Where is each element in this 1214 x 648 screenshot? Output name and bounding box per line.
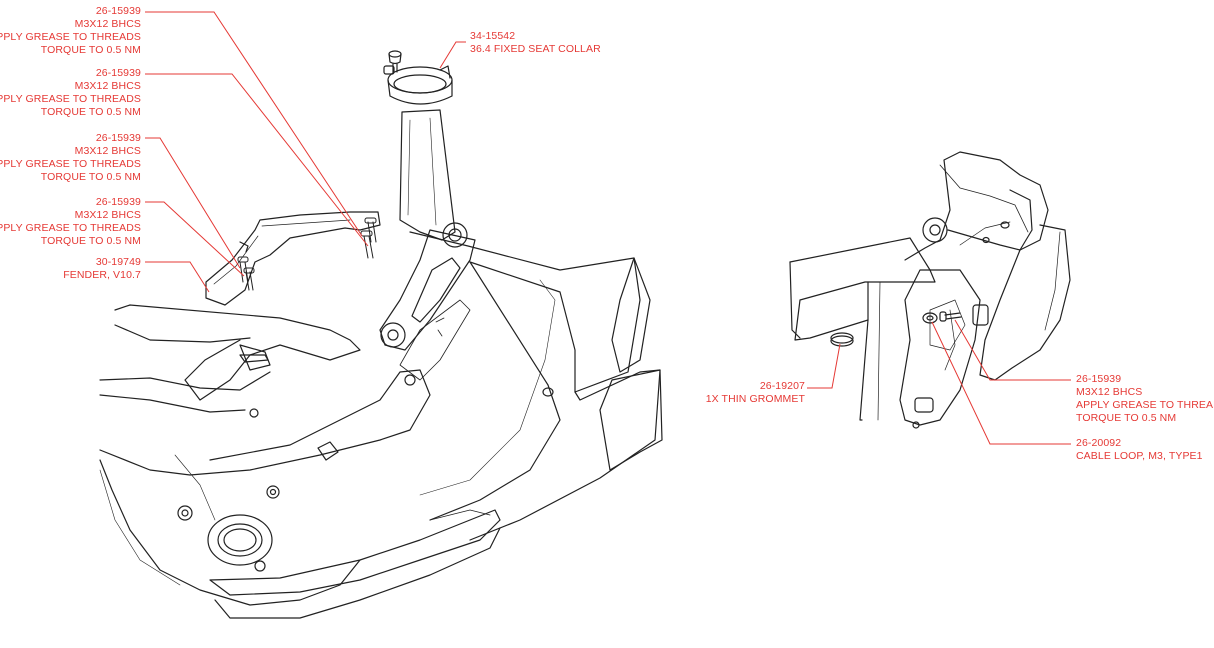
seat-tube — [399, 109, 456, 241]
callout-note: APPLY GREASE TO THREADS — [0, 31, 141, 43]
main-frame-drawing — [99, 50, 663, 619]
leader-screw-4 — [145, 201, 245, 277]
callout-screw-5: 26-15939 M3X12 BHCS APPLY GREASE TO THRE… — [1076, 373, 1214, 425]
rocker-link-drawing — [379, 222, 476, 351]
leader-cable-loop — [931, 321, 1071, 445]
callout-note: TORQUE TO 0.5 NM — [40, 235, 141, 247]
callout-part-number: 26-19207 — [759, 380, 805, 392]
callout-description: FENDER, V10.7 — [63, 269, 141, 281]
callout-screw-3: 26-15939 M3X12 BHCS APPLY GREASE TO THRE… — [0, 132, 141, 184]
leader-lines — [145, 11, 1071, 445]
seat-stay — [114, 304, 361, 401]
leader-screw-2 — [145, 73, 369, 247]
callout-note: TORQUE TO 0.5 NM — [40, 106, 141, 118]
callout-description: M3X12 BHCS — [74, 80, 141, 92]
leader-seat-collar — [439, 41, 466, 69]
detail-screw-drawing — [939, 311, 962, 322]
callout-description: M3X12 BHCS — [74, 145, 141, 157]
callout-screw-1: 26-15939 M3X12 BHCS APPLY GREASE TO THRE… — [0, 5, 141, 57]
grommet-drawing — [830, 332, 854, 347]
callout-part-number: 26-15939 — [1076, 373, 1122, 385]
callout-description: 36.4 FIXED SEAT COLLAR — [470, 43, 601, 55]
callout-part-number: 26-15939 — [95, 132, 141, 144]
leader-screw-3 — [145, 137, 241, 269]
callout-cable-loop: 26-20092 CABLE LOOP, M3, TYPE1 — [1076, 437, 1203, 463]
callout-note: TORQUE TO 0.5 NM — [40, 171, 141, 183]
callout-note: APPLY GREASE TO THREADS — [1076, 399, 1214, 411]
callout-part-number: 30-19749 — [95, 256, 141, 268]
callout-screw-2: 26-15939 M3X12 BHCS APPLY GREASE TO THRE… — [0, 67, 141, 119]
callout-part-number: 26-15939 — [95, 196, 141, 208]
leader-fender — [145, 261, 210, 293]
callout-part-number: 26-20092 — [1076, 437, 1122, 449]
leader-screw-1 — [145, 11, 363, 237]
callout-seat-collar: 34-15542 36.4 FIXED SEAT COLLAR — [470, 30, 601, 56]
leader-grommet — [807, 343, 841, 389]
callout-part-number: 34-15542 — [470, 30, 516, 42]
detail-view-drawing — [789, 151, 1071, 429]
head-tube — [611, 257, 651, 373]
top-tube — [409, 231, 641, 393]
fender-bolts — [237, 217, 377, 291]
callout-note: TORQUE TO 0.5 NM — [1076, 412, 1177, 424]
callout-description: M3X12 BHCS — [1076, 386, 1143, 398]
callout-note: APPLY GREASE TO THREADS — [0, 93, 141, 105]
callout-description: M3X12 BHCS — [74, 18, 141, 30]
callout-note: APPLY GREASE TO THREADS — [0, 158, 141, 170]
bottom-bracket-drawing — [207, 514, 273, 566]
callout-description: CABLE LOOP, M3, TYPE1 — [1076, 450, 1203, 462]
callout-description: 1X THIN GROMMET — [705, 393, 805, 405]
fender-drawing — [205, 211, 381, 306]
leader-screw-5 — [954, 319, 1071, 381]
callout-note: APPLY GREASE TO THREADS — [0, 222, 141, 234]
down-tube-guard — [209, 509, 501, 596]
cable-loop-drawing — [922, 312, 938, 324]
callout-part-number: 26-15939 — [95, 5, 141, 17]
callout-description: M3X12 BHCS — [74, 209, 141, 221]
seat-collar-drawing — [383, 65, 453, 105]
callout-fender: 30-19749 FENDER, V10.7 — [63, 256, 141, 282]
shock — [399, 299, 471, 381]
callout-screw-4: 26-15939 M3X12 BHCS APPLY GREASE TO THRE… — [0, 196, 141, 248]
chain-stay — [99, 369, 431, 476]
callout-note: TORQUE TO 0.5 NM — [40, 44, 141, 56]
callout-part-number: 26-15939 — [95, 67, 141, 79]
collar-bolt-drawing — [388, 50, 402, 73]
callout-grommet: 26-19207 1X THIN GROMMET — [706, 380, 805, 406]
